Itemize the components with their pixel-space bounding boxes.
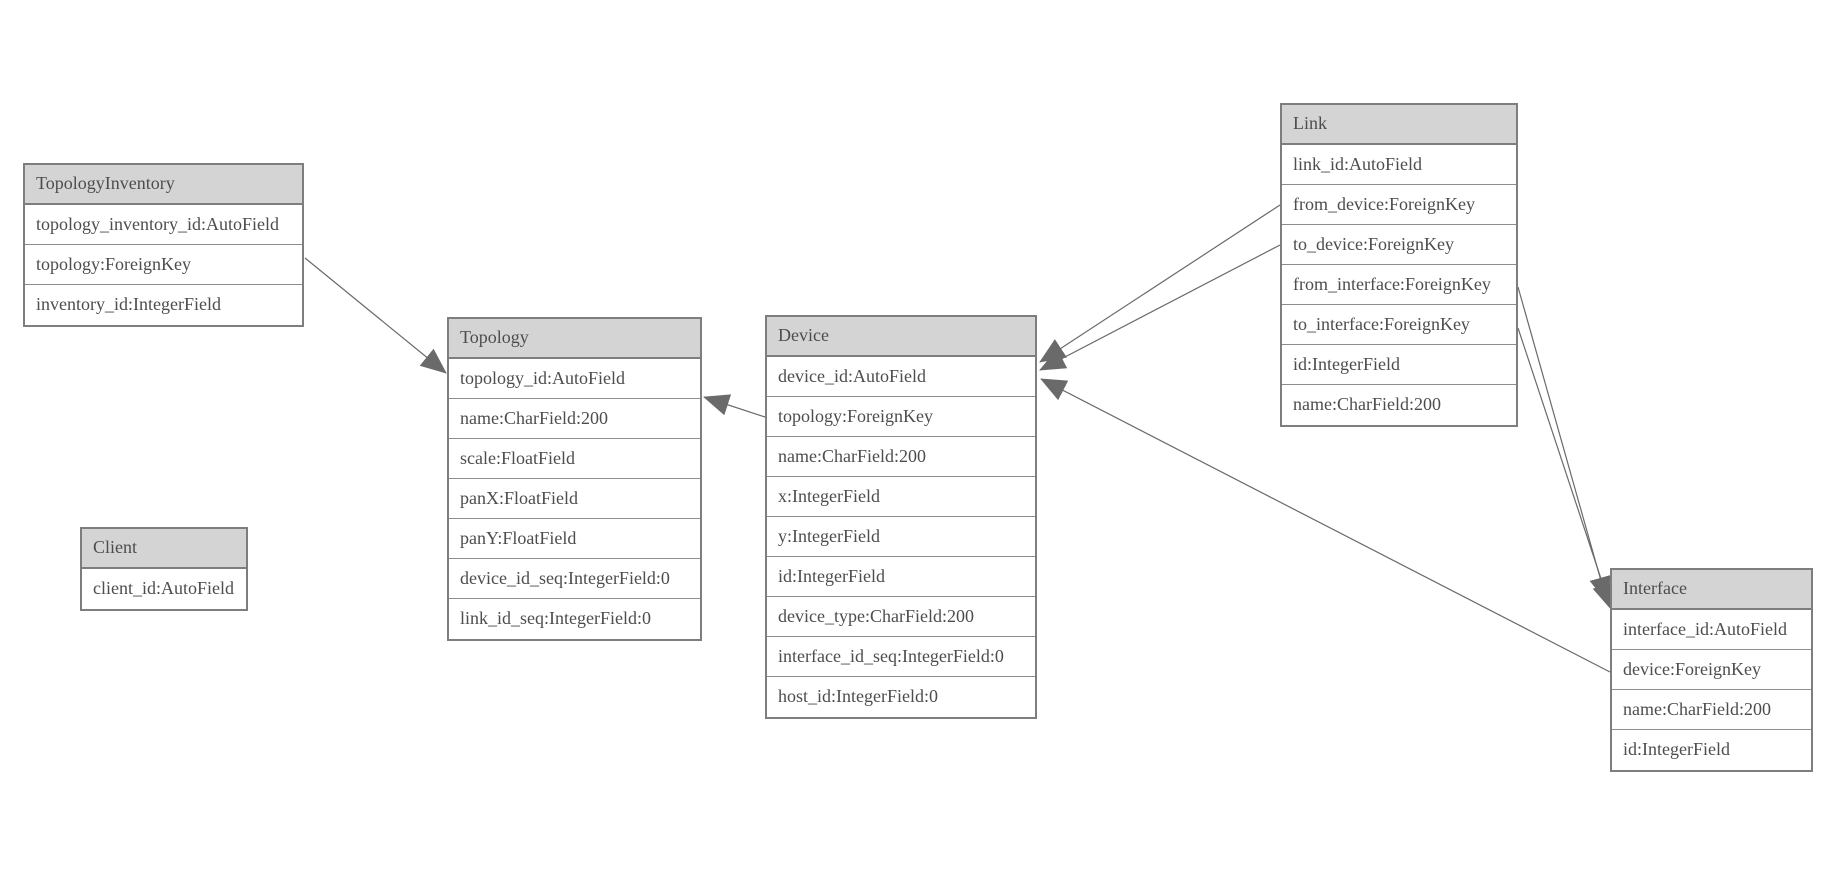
field-row: id:IntegerField <box>767 557 1035 597</box>
relation-link-from-device <box>1039 204 1281 363</box>
field-row: inventory_id:IntegerField <box>25 285 302 325</box>
field-row: device_type:CharField:200 <box>767 597 1035 637</box>
entity-header-link: Link <box>1282 105 1516 145</box>
field-row: id:IntegerField <box>1282 345 1516 385</box>
field-row: device_id:AutoField <box>767 357 1035 397</box>
field-row: link_id:AutoField <box>1282 145 1516 185</box>
field-row: panY:FloatField <box>449 519 700 559</box>
entity-header-device: Device <box>767 317 1035 357</box>
field-row: link_id_seq:IntegerField:0 <box>449 599 700 639</box>
field-row: client_id:AutoField <box>82 569 246 609</box>
field-row: to_interface:ForeignKey <box>1282 305 1516 345</box>
field-row: interface_id_seq:IntegerField:0 <box>767 637 1035 677</box>
entity-header-topology: Topology <box>449 319 700 359</box>
relation-link-to-device <box>1039 244 1281 371</box>
relation-link-from-interface <box>1517 286 1611 603</box>
field-row: from_device:ForeignKey <box>1282 185 1516 225</box>
field-row: name:CharField:200 <box>1612 690 1811 730</box>
field-row: interface_id:AutoField <box>1612 610 1811 650</box>
relation-topologyinventory-topology <box>304 257 447 374</box>
field-row: topology:ForeignKey <box>25 245 302 285</box>
field-row: topology_id:AutoField <box>449 359 700 399</box>
field-row: from_interface:ForeignKey <box>1282 265 1516 305</box>
entity-header-topologyinventory: TopologyInventory <box>25 165 302 205</box>
field-row: device:ForeignKey <box>1612 650 1811 690</box>
field-row: name:CharField:200 <box>767 437 1035 477</box>
field-row: topology:ForeignKey <box>767 397 1035 437</box>
entity-header-interface: Interface <box>1612 570 1811 610</box>
field-row: x:IntegerField <box>767 477 1035 517</box>
relation-link-to-interface <box>1517 327 1614 610</box>
field-row: device_id_seq:IntegerField:0 <box>449 559 700 599</box>
entity-header-client: Client <box>82 529 246 569</box>
field-row: panX:FloatField <box>449 479 700 519</box>
field-row: y:IntegerField <box>767 517 1035 557</box>
field-row: name:CharField:200 <box>1282 385 1516 425</box>
field-row: id:IntegerField <box>1612 730 1811 770</box>
field-row: to_device:ForeignKey <box>1282 225 1516 265</box>
field-row: topology_inventory_id:AutoField <box>25 205 302 245</box>
field-row: scale:FloatField <box>449 439 700 479</box>
relation-device-topology <box>703 394 766 418</box>
field-row: name:CharField:200 <box>449 399 700 439</box>
field-row: host_id:IntegerField:0 <box>767 677 1035 717</box>
